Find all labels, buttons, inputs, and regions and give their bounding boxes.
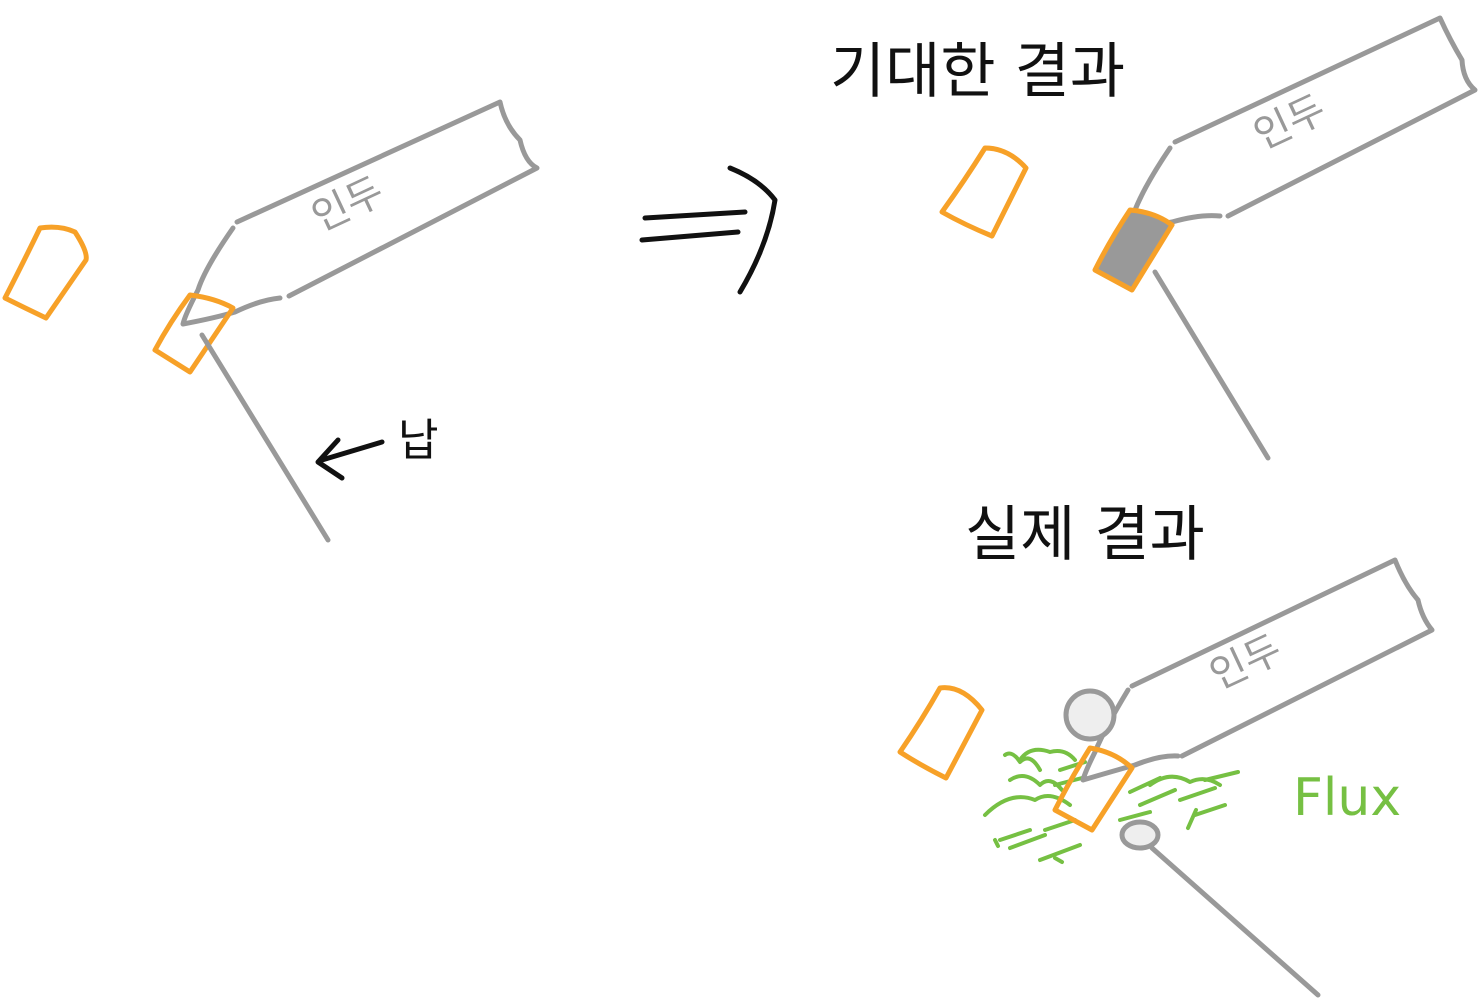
scene-before: 인두 납: [2, 99, 540, 543]
pcb-pad-icon: [939, 145, 1029, 239]
wire-lead-icon: [1052, 745, 1135, 833]
component-lead-icon: [1152, 269, 1271, 461]
left-arrow-icon: [315, 437, 385, 481]
flux-splatter-icon: [983, 747, 1240, 864]
double-arrow-right-icon: [639, 165, 778, 295]
flux-label: Flux: [1293, 768, 1401, 828]
solder-ball-icon: [1119, 819, 1161, 851]
wire-lead-icon: [152, 292, 236, 375]
pcb-pad-icon: [897, 685, 985, 781]
component-lead-icon: [1149, 845, 1321, 998]
iron-label: 인두: [1247, 86, 1333, 159]
iron-label: 인두: [1203, 626, 1289, 699]
solder-ball-icon: [1063, 688, 1117, 742]
pcb-pad-icon: [2, 224, 89, 321]
scene-expected: 기대한 결과 인두: [830, 15, 1478, 461]
solder-joint-icon: [1092, 207, 1175, 293]
component-lead-icon: [199, 332, 331, 543]
expected-title: 기대한 결과: [830, 37, 1125, 107]
soldering-iron-icon: [180, 99, 540, 327]
iron-label: 인두: [305, 168, 391, 241]
actual-title: 실제 결과: [965, 500, 1205, 570]
scene-actual: 실제 결과 인두 Flux: [897, 500, 1435, 998]
lead-label: 납: [398, 415, 438, 466]
